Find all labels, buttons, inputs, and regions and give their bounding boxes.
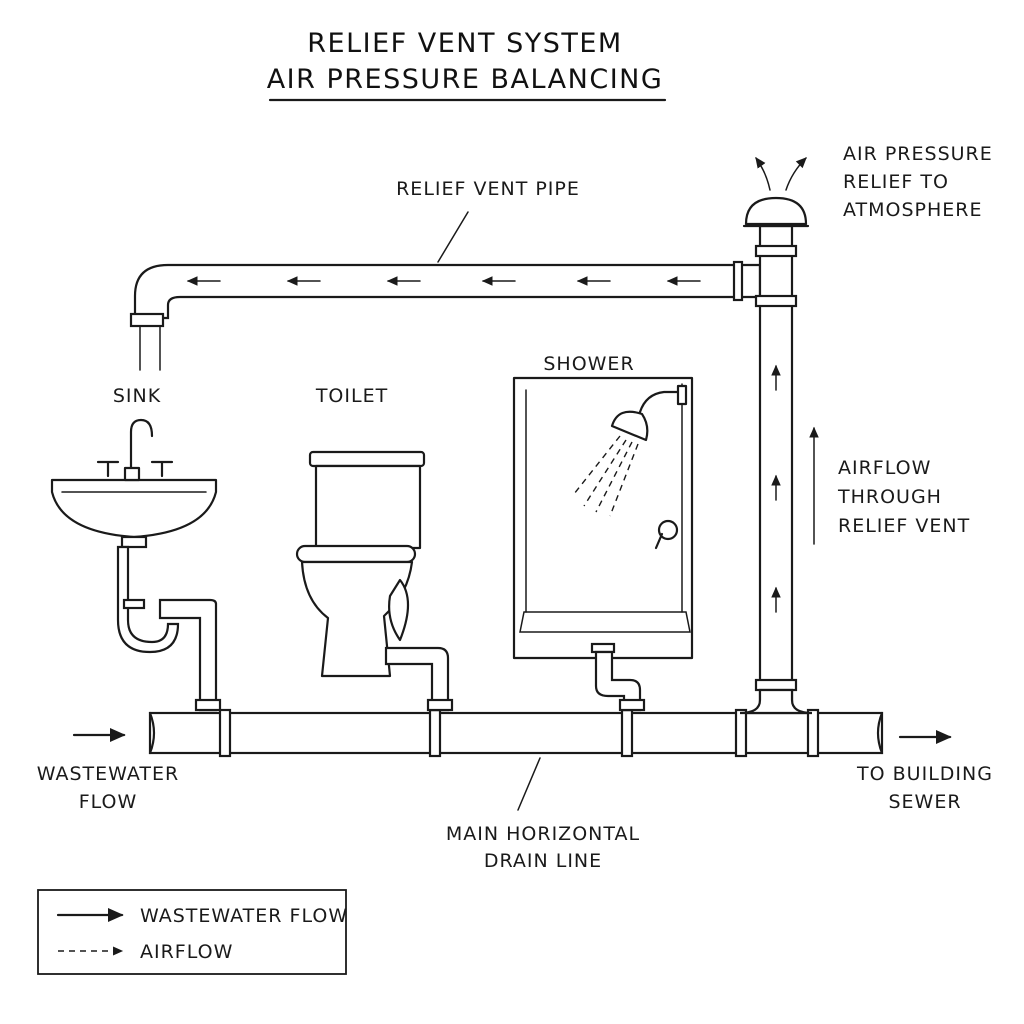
leader-relief-vent-pipe — [437, 211, 469, 263]
label-air-relief-3: ATMOSPHERE — [843, 199, 983, 221]
legend-wastewater-label: WASTEWATER FLOW — [140, 905, 348, 927]
label-airflow-1: AIRFLOW — [838, 457, 931, 479]
label-shower: SHOWER — [543, 353, 634, 375]
label-sewer-2: SEWER — [888, 791, 961, 813]
label-air-relief-1: AIR PRESSURE — [843, 143, 993, 165]
label-wastewater-2: FLOW — [79, 791, 138, 813]
label-sink: SINK — [113, 385, 161, 407]
label-relief-vent-pipe: RELIEF VENT PIPE — [396, 178, 580, 200]
label-wastewater-1: WASTEWATER — [37, 763, 180, 785]
label-airflow-2: THROUGH — [837, 486, 942, 508]
label-sewer-1: TO BUILDING — [856, 763, 993, 785]
relief-vent-horizontal-pipe — [129, 260, 762, 371]
diagram-subtitle: AIR PRESSURE BALANCING — [267, 64, 664, 95]
toilet-fixture — [295, 450, 454, 712]
atmosphere-vent-arrows — [755, 157, 807, 191]
legend: WASTEWATER FLOW AIRFLOW — [37, 889, 348, 975]
legend-airflow-label: AIRFLOW — [140, 941, 233, 963]
diagram-title: RELIEF VENT SYSTEM — [307, 28, 622, 59]
label-main-drain-1: MAIN HORIZONTAL — [446, 823, 640, 845]
sink-fixture — [50, 418, 222, 712]
label-airflow-3: RELIEF VENT — [838, 515, 970, 537]
label-air-relief-2: RELIEF TO — [843, 171, 949, 193]
main-drain-pipe — [148, 688, 884, 758]
shower-fixture — [512, 376, 694, 712]
label-toilet: TOILET — [315, 385, 388, 407]
label-main-drain-2: DRAIN LINE — [484, 850, 602, 872]
leader-main-drain — [517, 757, 541, 811]
